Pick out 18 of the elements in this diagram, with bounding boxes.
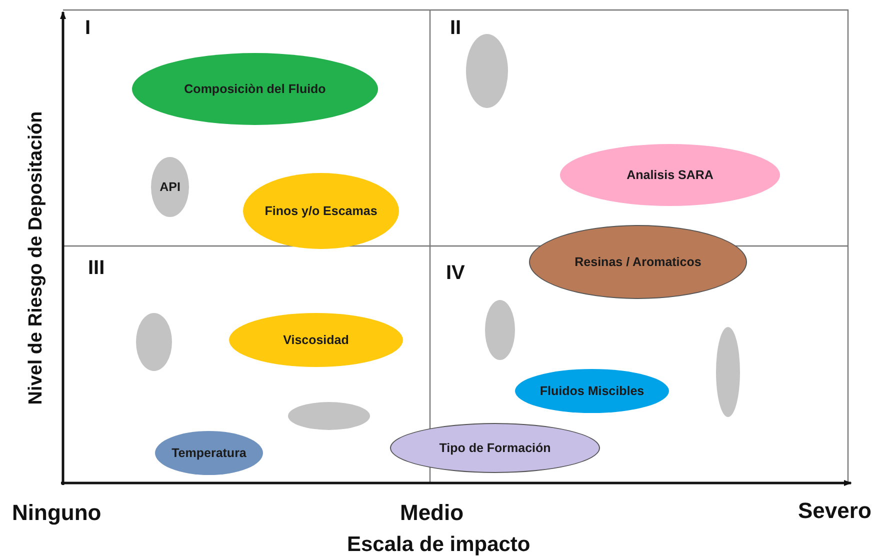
factor-label: Resinas / Aromaticos (574, 254, 702, 271)
factor-label: Tipo de Formación (438, 440, 552, 457)
factor-label: API (158, 178, 182, 196)
factor-label: Finos y/o Escamas (264, 202, 378, 220)
axis-tick-label: Medio (400, 502, 464, 524)
factor-label: Fluidos Miscibles (538, 382, 646, 400)
axis-title: Nivel de Riesgo de Depositación (26, 111, 46, 405)
axis-title: Escala de impacto (347, 534, 530, 555)
factor-label: Composiciòn del Fluido (183, 80, 327, 98)
quadrant-number: I (85, 18, 91, 38)
axis-tick-label: Ninguno (12, 502, 102, 524)
quadrant-number: II (450, 18, 462, 38)
factor-label: Viscosidad (282, 332, 350, 349)
factor-label: Temperatura (170, 444, 248, 462)
quadrant-number: IV (446, 263, 465, 283)
quadrant-number: III (88, 258, 105, 278)
factor-label: Analisis SARA (626, 166, 714, 184)
axis-tick-label: Severo (798, 500, 872, 522)
